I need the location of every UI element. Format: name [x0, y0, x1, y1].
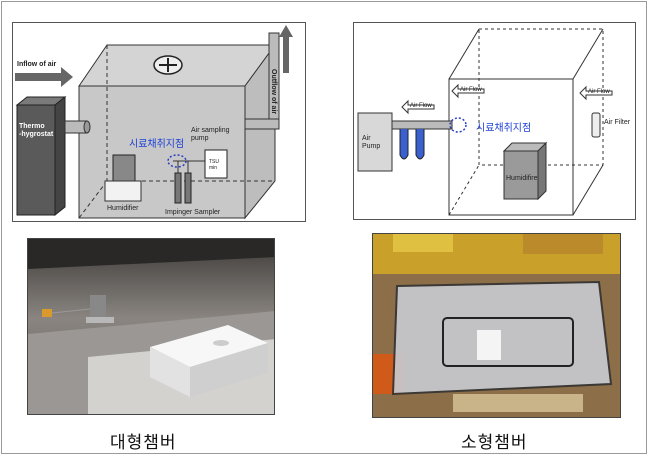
large-chamber-caption: 대형챔버	[110, 433, 177, 453]
air-filter-label: Air Filter	[604, 119, 631, 126]
tsu-label: TSU min	[209, 159, 219, 171]
air-sampling-pump-label: Air sampling pump	[191, 127, 230, 142]
humidifire-label: Humidifire	[506, 175, 538, 182]
small-chamber-drawing	[357, 28, 613, 216]
small-chamber-photo-render	[373, 234, 620, 417]
outflow-label: Outflow of air	[270, 69, 277, 115]
impinger-sampler-label: Impinger Sampler	[165, 209, 221, 216]
inflow-label: Inflow of air	[17, 61, 57, 68]
air-flow-label-filter: Air Flow	[588, 89, 610, 95]
small-chamber-photo	[372, 233, 621, 418]
large-chamber-photo	[27, 238, 275, 415]
small-chamber-diagram: Air Flow Air Flow Air Flow Air Pump 시료채취…	[353, 22, 636, 220]
air-flow-label-pump: Air Flow	[410, 103, 432, 109]
large-chamber-diagram: Inflow of air Outflow of air Thermo -hyg…	[12, 22, 306, 222]
large-chamber-photo-render	[28, 239, 274, 414]
air-pump-label: Air Pump	[362, 135, 381, 150]
large-chamber-drawing	[15, 25, 293, 220]
small-chamber-caption: 소형챔버	[461, 433, 528, 453]
small-sampling-point-label: 시료채취지점	[476, 123, 532, 134]
humidifier-label: Humidifier	[107, 205, 139, 212]
air-flow-label-top: Air Flow	[460, 87, 482, 93]
large-sampling-point-label: 시료채취지점	[129, 139, 185, 150]
thermo-hygrostat-label: Thermo -hygrostat	[19, 123, 54, 138]
